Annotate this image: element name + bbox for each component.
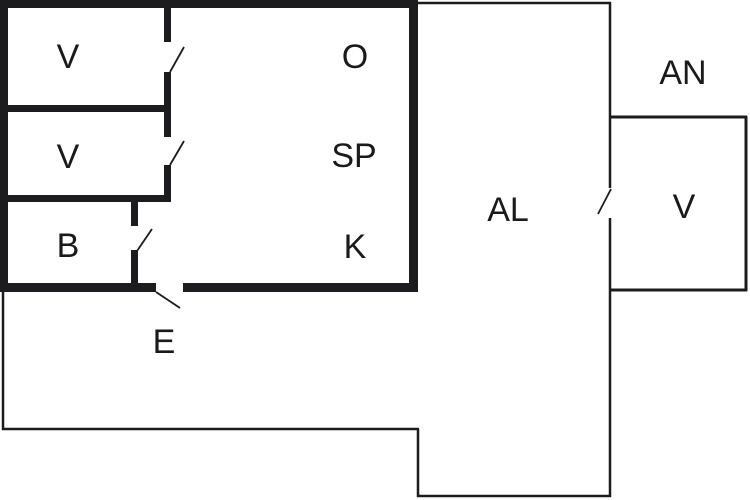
wall-b-right-top bbox=[131, 202, 138, 226]
wall-top bbox=[0, 0, 418, 8]
wall-b-right-bottom bbox=[131, 250, 138, 283]
label-room-k: K bbox=[344, 228, 367, 266]
wall-divider-v1-v2 bbox=[0, 105, 171, 112]
label-room-v3: V bbox=[673, 188, 696, 226]
label-area-e: E bbox=[153, 323, 176, 361]
outline-al-and-yard bbox=[1, 1, 612, 498]
wall-divider-v2-b bbox=[0, 195, 171, 202]
door-swing-b bbox=[136, 228, 153, 252]
interior-walls bbox=[0, 8, 171, 283]
door-swing-v1 bbox=[169, 46, 185, 73]
label-area-an: AN bbox=[659, 54, 706, 92]
wall-v2-seg-bottom bbox=[164, 165, 171, 202]
wall-v1-v2-seg-mid bbox=[164, 72, 171, 137]
door-swings bbox=[136, 46, 612, 309]
wall-bottom-east bbox=[183, 283, 418, 292]
wall-left bbox=[0, 0, 8, 292]
label-room-b: B bbox=[57, 227, 80, 265]
wall-v1-seg-top bbox=[164, 8, 171, 42]
label-room-o: O bbox=[342, 38, 368, 76]
door-swing-v2 bbox=[169, 140, 185, 166]
wall-bottom-west bbox=[0, 283, 156, 292]
label-area-al: AL bbox=[487, 191, 529, 229]
label-room-v2: V bbox=[57, 138, 80, 176]
annex-room-outline bbox=[610, 115, 748, 292]
door-swing-annex bbox=[597, 188, 612, 215]
label-room-sp: SP bbox=[331, 137, 376, 175]
room-labels: V V B O SP K E AL AN V bbox=[57, 38, 707, 361]
door-swing-entrance bbox=[155, 291, 181, 309]
exterior-walls bbox=[0, 0, 418, 292]
wall-right-main bbox=[409, 0, 418, 292]
label-room-v1: V bbox=[57, 38, 80, 76]
